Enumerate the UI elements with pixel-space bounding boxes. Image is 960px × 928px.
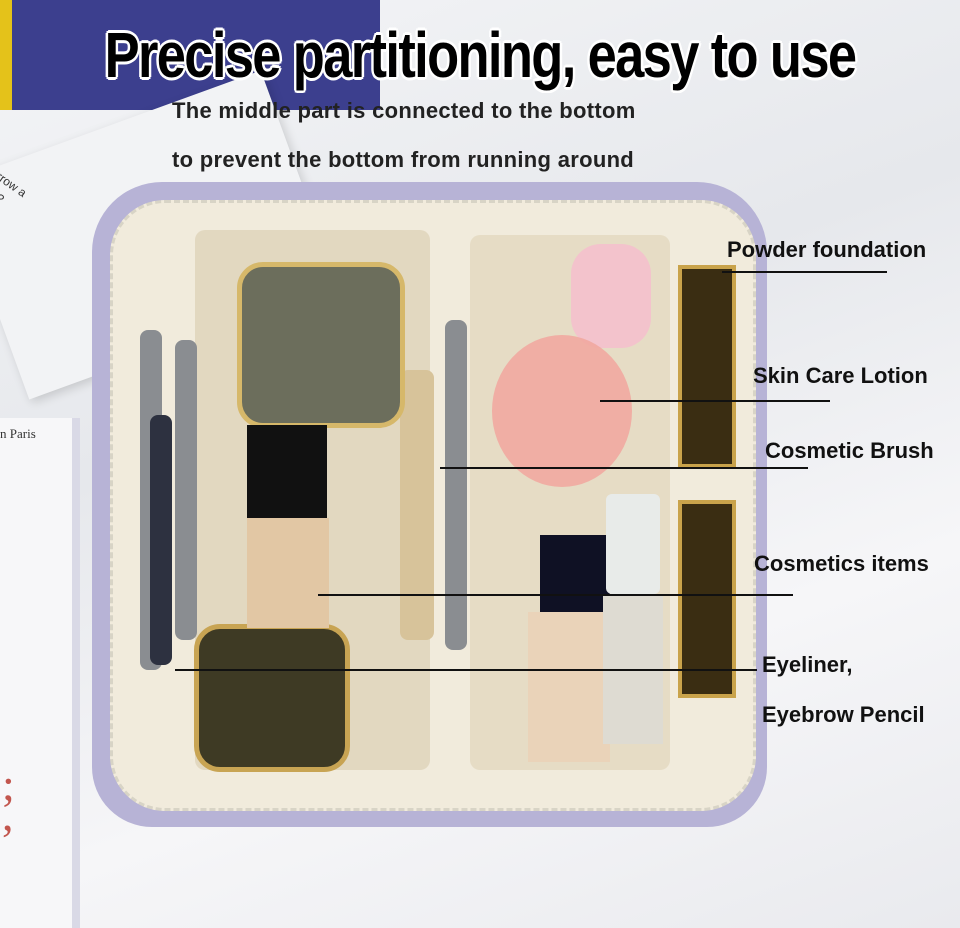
leader-line-eyeliner — [175, 669, 757, 671]
cream-jar — [571, 244, 651, 348]
background-book-spine — [0, 0, 12, 110]
foundation-bottle-cap — [247, 425, 327, 520]
foundation-bottle — [528, 612, 610, 762]
lotion-dish — [492, 335, 632, 487]
compact-mirror — [237, 262, 405, 428]
subtitle-line-2: to prevent the bottom from running aroun… — [172, 147, 635, 172]
powder-puff — [678, 265, 736, 468]
background-book — [0, 0, 380, 110]
leader-line-cosmetics — [318, 594, 793, 596]
powder-puff — [678, 500, 736, 698]
background-book-left — [0, 418, 80, 928]
pump-bottle-cap — [606, 494, 660, 594]
label-eyeliner: Eyeliner, — [762, 652, 853, 677]
leader-line-brush — [440, 467, 808, 469]
label-eyebrow-pencil: Eyebrow Pencil — [762, 702, 925, 727]
label-powder-foundation: Powder foundation — [727, 237, 927, 262]
foundation-bottle — [247, 518, 329, 628]
subtitle-line-1: The middle part is connected to the bott… — [172, 98, 636, 123]
brush-item — [175, 340, 197, 640]
leader-line-lotion — [600, 400, 830, 402]
label-cosmetics-items: Cosmetics items — [754, 551, 929, 576]
book-title-text: n Paris — [0, 426, 36, 441]
brush-item — [445, 320, 467, 650]
label-skin-care-lotion: Skin Care Lotion — [753, 363, 928, 388]
book-decoration: ;, — [2, 759, 15, 840]
leader-line-powder — [722, 271, 887, 273]
label-cosmetic-brush: Cosmetic Brush — [765, 438, 934, 463]
compact-mirror — [194, 624, 350, 772]
foundation-bottle-cap — [540, 535, 610, 615]
headline: Precise partitioning, easy to use — [104, 19, 857, 91]
eyeliner-pencil — [150, 415, 172, 665]
brush-item — [400, 370, 434, 640]
